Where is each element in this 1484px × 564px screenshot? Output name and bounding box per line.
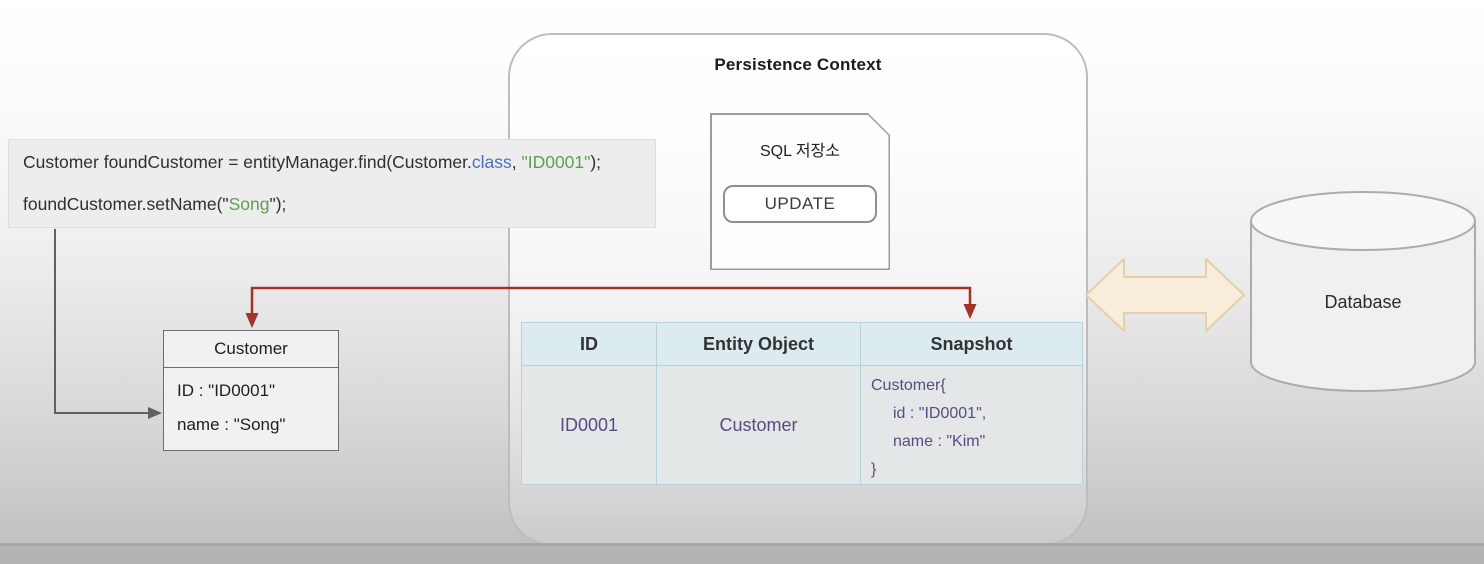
sync-arrow-icon — [1085, 258, 1245, 332]
table-cell-entity-object: Customer — [657, 366, 861, 484]
table-header-entity-object: Entity Object — [657, 323, 861, 366]
code-string: "ID0001" — [521, 152, 591, 172]
update-button: UPDATE — [723, 185, 877, 223]
snapshot-line: name : "Kim" — [893, 433, 986, 450]
table-cell-snapshot: Customer{ id : "ID0001", name : "Kim" } — [861, 366, 1082, 484]
sql-store-title: SQL 저장소 — [759, 143, 841, 160]
code-to-customer-arrow — [54, 229, 162, 419]
code-line-1: Customer foundCustomer = entityManager.f… — [23, 152, 601, 173]
snapshot-line: } — [871, 461, 877, 478]
table-header-snapshot: Snapshot — [861, 323, 1082, 366]
code-panel: Customer foundCustomer = entityManager.f… — [8, 139, 656, 228]
code-text: "); — [269, 194, 287, 214]
table-header-id: ID — [522, 323, 657, 366]
table-cell-id: ID0001 — [522, 366, 657, 484]
database-cylinder-icon — [1250, 191, 1476, 392]
snapshot-line: Customer{ — [871, 377, 946, 394]
code-text: foundCustomer.setName(" — [23, 194, 229, 214]
code-line-2: foundCustomer.setName("Song"); — [23, 194, 286, 215]
code-string: Song — [228, 194, 270, 214]
snapshot-line: id : "ID0001", — [893, 405, 987, 422]
customer-entity-box: Customer ID : "ID0001" name : "Song" — [163, 330, 339, 451]
bottom-strip — [0, 543, 1484, 564]
database-cylinder: Database — [1248, 189, 1478, 394]
code-text: , — [511, 152, 522, 172]
persistence-table: ID Entity Object Snapshot ID0001 Custome… — [521, 322, 1083, 485]
database-label: Database — [1324, 292, 1402, 312]
customer-entity-title: Customer — [164, 331, 338, 368]
customer-entity-body: ID : "ID0001" name : "Song" — [164, 368, 338, 450]
sql-store-note: SQL 저장소 UPDATE — [710, 113, 890, 270]
code-keyword: class — [471, 152, 512, 172]
customer-name-field: name : "Song" — [177, 415, 286, 434]
code-text: ); — [590, 152, 602, 172]
customer-id-field: ID : "ID0001" — [177, 381, 276, 400]
persistence-context-title: Persistence Context — [714, 55, 882, 74]
code-text: Customer foundCustomer = entityManager.f… — [23, 152, 472, 172]
